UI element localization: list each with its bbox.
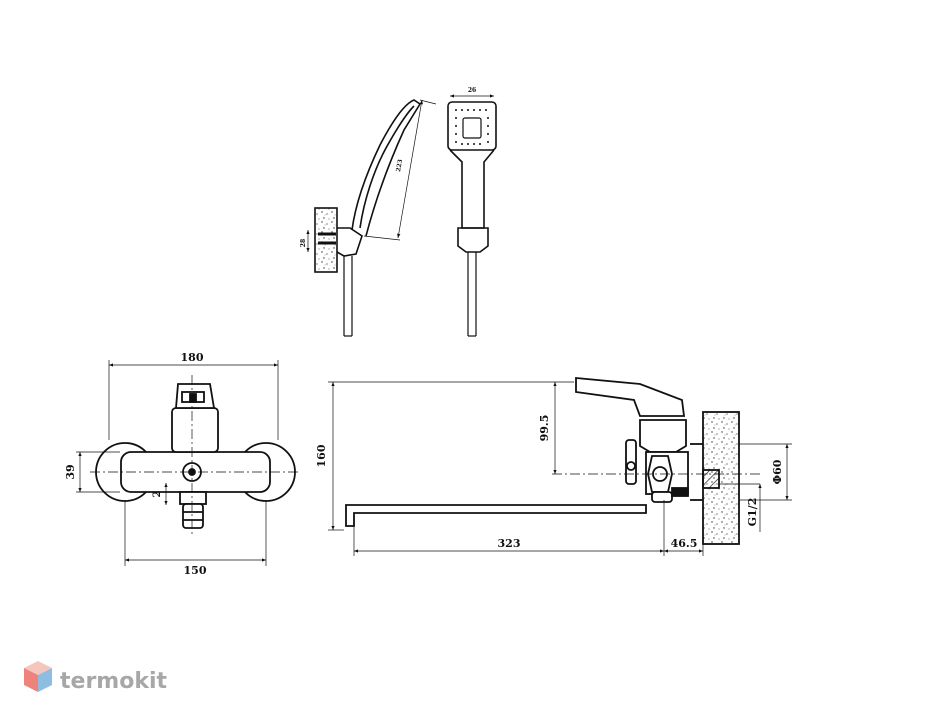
overall-width-label: 180 <box>181 351 204 364</box>
flange-diameter-label: Φ60 <box>771 459 784 484</box>
termokit-logo: termokit <box>24 661 167 694</box>
base-width-label: 150 <box>184 564 207 577</box>
shower-length-label: 223 <box>395 159 404 173</box>
shower-side-view <box>306 99 437 337</box>
outlet-offset-label: 2 <box>152 490 163 497</box>
handle-height-label: 39 <box>64 464 77 479</box>
mixer-side-view <box>328 377 792 556</box>
wall-offset-label: 46.5 <box>671 537 698 550</box>
spout-length-label: 323 <box>498 537 521 550</box>
mixer-front-view <box>76 360 300 566</box>
head-width-label: 26 <box>468 87 476 94</box>
holder-size-label: 28 <box>300 239 307 247</box>
total-height-label: 160 <box>315 444 328 467</box>
brand-name: termokit <box>60 669 167 694</box>
shower-front-view <box>447 94 497 337</box>
cube-icon <box>24 661 52 692</box>
thread-label: G1/2 <box>746 498 759 527</box>
spout-height-label: 99.5 <box>538 415 551 442</box>
